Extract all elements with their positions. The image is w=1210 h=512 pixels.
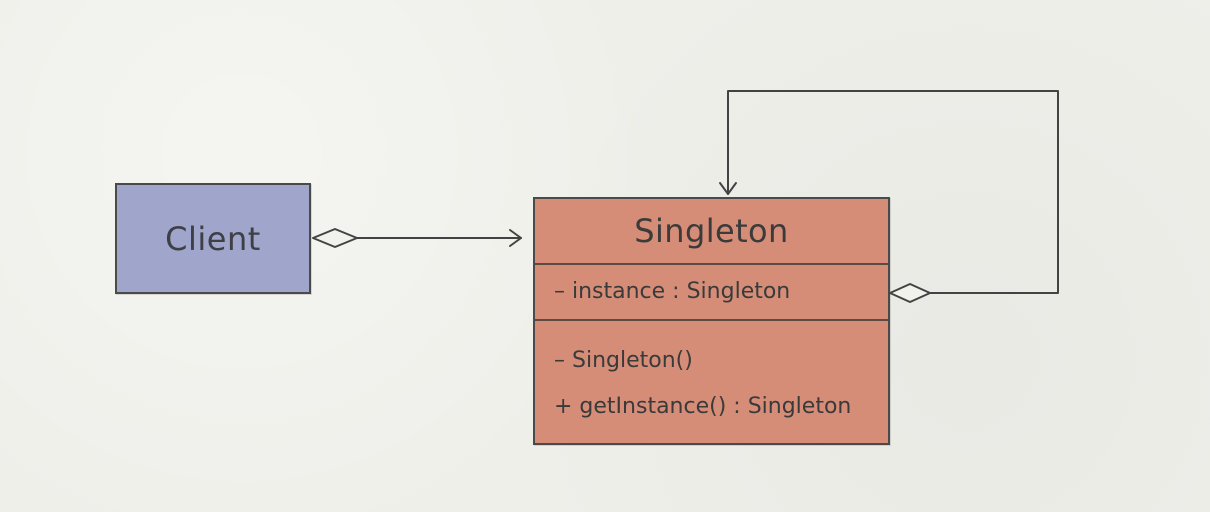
- singleton-self-association-arrowhead-icon: [719, 182, 737, 195]
- client-class-name: Client: [165, 219, 261, 258]
- singleton-operations-section: – Singleton() + getInstance() : Singleto…: [535, 321, 888, 443]
- singleton-operation-getinstance: + getInstance() : Singleton: [554, 394, 852, 419]
- singleton-attributes-section: – instance : Singleton: [535, 265, 888, 321]
- singleton-class-name-section: Singleton: [535, 199, 888, 265]
- client-to-singleton-association: [312, 228, 522, 248]
- singleton-class-box: Singleton – instance : Singleton – Singl…: [533, 197, 890, 445]
- client-class-box: Client: [115, 183, 311, 294]
- singleton-aggregation-diamond-icon: [889, 283, 931, 303]
- client-aggregation-diamond-icon: [312, 228, 358, 248]
- client-association-arrowhead-icon: [509, 229, 522, 247]
- singleton-operation-constructor: – Singleton(): [554, 348, 693, 373]
- singleton-class-name: Singleton: [634, 212, 789, 250]
- singleton-attribute-instance: – instance : Singleton: [554, 279, 791, 304]
